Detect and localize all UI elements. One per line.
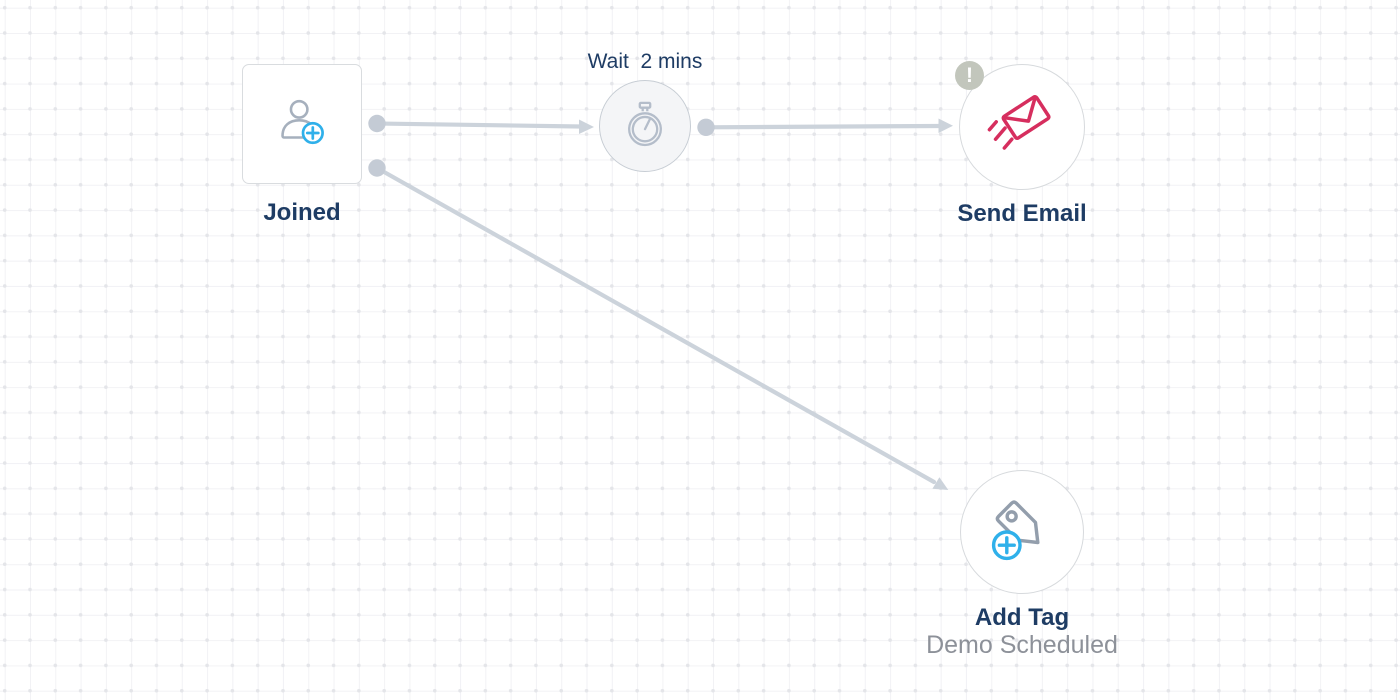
edge-joined-add-tag [368,159,949,490]
node-wait[interactable] [599,80,691,172]
node-send-email-label: Send Email [957,200,1087,227]
node-add-tag[interactable] [960,470,1084,594]
connector-handle[interactable] [368,159,386,177]
edge-line[interactable] [703,123,942,130]
node-wait-label: Wait 2 mins [587,50,703,73]
user-add-icon [281,99,324,145]
edge-joined-wait [368,114,594,134]
connector-handle[interactable] [368,114,386,133]
node-add-tag-sublabel: Demo Scheduled [926,631,1118,659]
edge-line[interactable] [374,121,583,129]
tag-add-icon [991,500,1040,561]
warning-badge: ! [955,61,984,90]
stopwatch-icon [628,101,662,147]
edge-arrowhead [932,477,949,490]
edge-line[interactable] [374,165,937,485]
send-email-icon [987,94,1051,150]
connector-handle[interactable] [697,118,715,136]
edge-arrowhead [579,119,594,134]
node-joined-label: Joined [263,199,341,226]
edge-arrowhead [938,118,953,133]
node-add-tag-label: Add Tag [974,604,1070,631]
node-joined[interactable] [242,64,362,184]
edge-wait-send-email [697,118,953,136]
